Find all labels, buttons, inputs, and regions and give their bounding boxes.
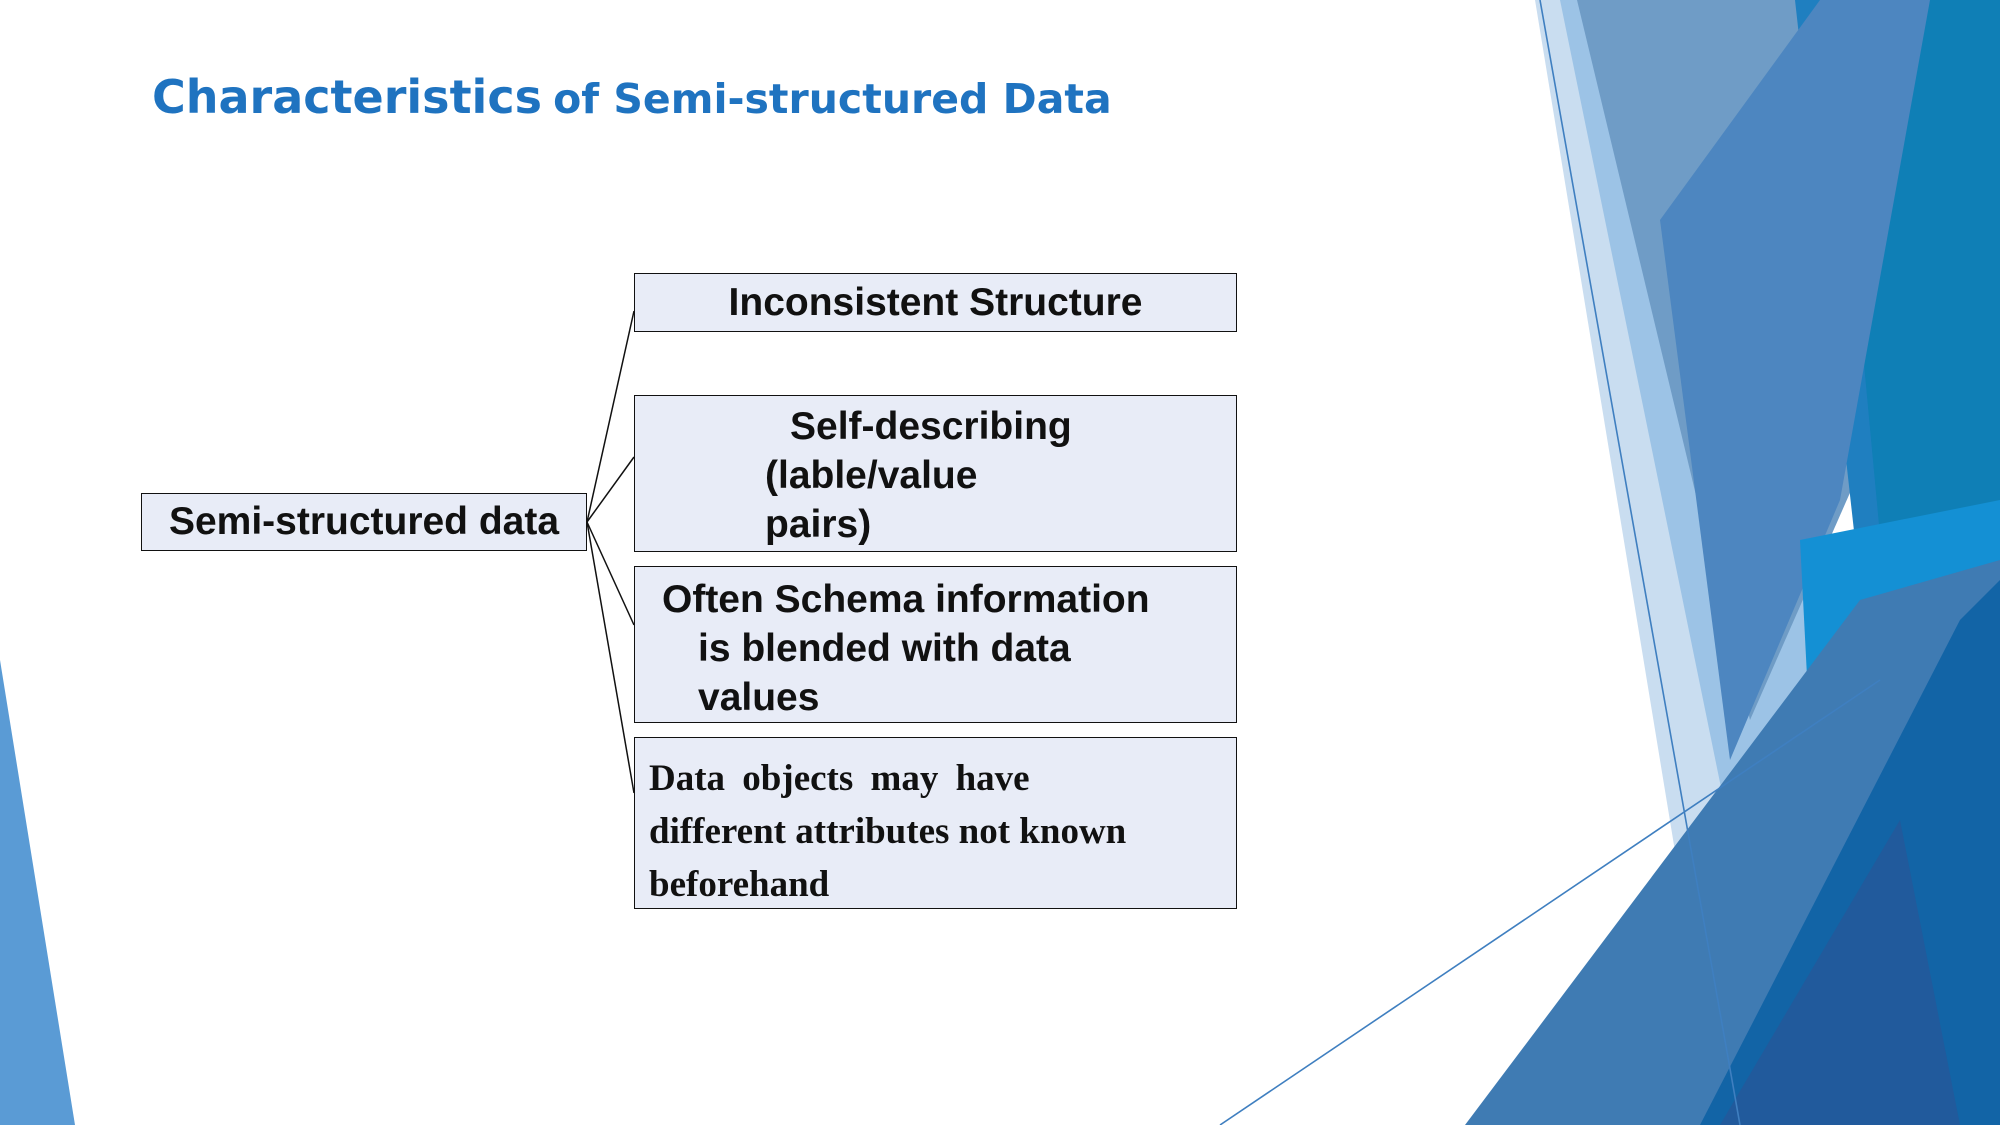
child-node-2-line-3: pairs) — [765, 503, 872, 546]
child-node-inconsistent-structure: Inconsistent Structure — [634, 273, 1237, 332]
child-node-3-line-2: is blended with data — [698, 627, 1071, 670]
decor-facet-steel — [1660, 0, 1930, 760]
child-node-4-line-3: beforehand — [649, 864, 830, 905]
child-node-4-line-1: Data objects may have — [649, 758, 1030, 799]
child-node-1-line-1: Inconsistent Structure — [728, 281, 1143, 324]
child-node-schema-blended: Often Schema information is blended with… — [634, 566, 1237, 723]
child-node-3-line-1: Often Schema information — [662, 578, 1150, 621]
slide-title-rest: of Semi-structured Data — [553, 75, 1112, 123]
child-node-2-line-1: Self-describing — [790, 405, 1072, 448]
decor-line-b — [1219, 679, 1881, 1125]
root-node-box: Semi-structured data — [141, 493, 587, 551]
decor-line-a — [1539, 0, 1741, 1125]
child-node-3-line-3: values — [698, 676, 820, 719]
child-node-different-attributes: Data objects may have different attribut… — [634, 737, 1237, 909]
child-node-4-line-2: different attributes not known — [649, 811, 1127, 852]
child-node-2-line-2: (lable/value — [765, 454, 978, 497]
root-node-label: Semi-structured data — [168, 500, 560, 543]
slide-title-main: Characteristics — [152, 70, 542, 124]
decor-left-wedge — [0, 660, 75, 1125]
slide-title: Characteristics of Semi-structured Data — [152, 70, 1112, 125]
decor-facet-navy-inner — [1720, 820, 1960, 1125]
child-node-self-describing: Self-describing (lable/value pairs) — [634, 395, 1237, 552]
